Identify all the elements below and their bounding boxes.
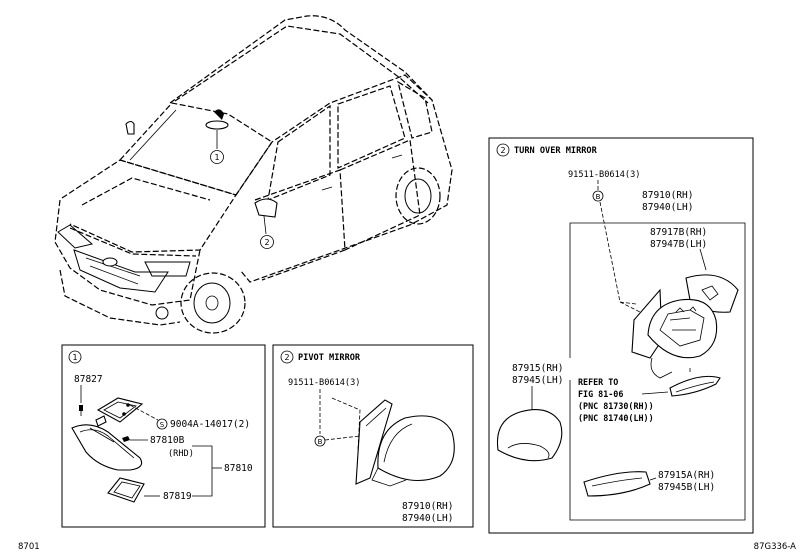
box2-title: PIVOT MIRROR <box>298 353 361 363</box>
box3-refer-line3: (PNC 81730(RH)) <box>578 401 654 411</box>
box2-part-rh: 87910(RH) <box>402 501 453 512</box>
part-87810b: 87810B <box>150 435 185 446</box>
box1-number: 1 <box>72 353 77 362</box>
part-9004a-14017: 9004A-14017(2) <box>170 419 250 430</box>
box3-lamp-rh: 87915A(RH) <box>658 470 715 481</box>
box3-symbol-b: B <box>596 193 601 201</box>
box3-glass-lh: 87947B(LH) <box>650 239 707 250</box>
box2-number: 2 <box>284 353 289 362</box>
footer-figure-number: 8701 <box>18 542 40 552</box>
part-87819: 87819 <box>163 491 192 502</box>
box3-lamp-lh: 87945B(LH) <box>658 482 715 493</box>
part-87810: 87810 <box>224 463 253 474</box>
turn-over-mirror-section: 2 TURN OVER MIRROR 91511-B0614(3) B 8791… <box>488 137 754 534</box>
box3-cover-lh: 87945(LH) <box>512 375 563 386</box>
box3-refer-line1: REFER TO <box>578 377 618 387</box>
car-callout-2: 2 <box>264 238 269 247</box>
box3-bolt: 91511-B0614(3) <box>568 170 640 180</box>
box2-part-lh: 87940(LH) <box>402 513 453 524</box>
box3-part-rh: 87910(RH) <box>642 190 693 201</box>
box3-number: 2 <box>500 146 505 155</box>
inner-mirror-section: 1 S 87827 9004A-14017(2) 87810B (RHD) <box>61 344 266 528</box>
box2-symbol-b: B <box>318 438 323 446</box>
box3-refer-line4: (PNC 81740(LH)) <box>578 413 654 423</box>
pivot-mirror-section: 2 PIVOT MIRROR 91511-B0614(3) B 87910(RH… <box>272 344 474 528</box>
part-87810b-rhd: (RHD) <box>168 449 194 459</box>
box2-bolt: 91511-B0614(3) <box>288 378 360 388</box>
box3-part-lh: 87940(LH) <box>642 202 693 213</box>
box1-symbol-s: S <box>160 421 165 429</box>
part-87827: 87827 <box>74 374 103 385</box>
car-callout-1: 1 <box>214 153 219 162</box>
box3-glass-rh: 87917B(RH) <box>650 227 707 238</box>
footer-illustration-code: 87G336-A <box>754 542 797 552</box>
box3-title: TURN OVER MIRROR <box>514 146 598 156</box>
car-illustration: 1 2 <box>54 15 453 334</box>
box3-cover-rh: 87915(RH) <box>512 363 563 374</box>
box3-refer-line2: FIG 81-06 <box>578 389 623 399</box>
